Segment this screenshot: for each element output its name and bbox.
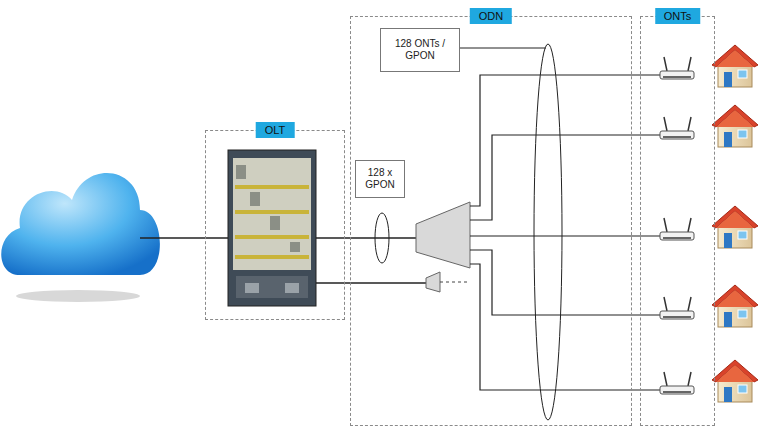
chassis-vent xyxy=(285,283,299,293)
house-roof xyxy=(712,105,758,127)
cloud-symbol xyxy=(1,173,160,275)
router-lights xyxy=(663,316,691,318)
fiber xyxy=(316,237,416,239)
router-antenna xyxy=(664,372,667,386)
house-roof xyxy=(712,206,758,228)
drop-fiber xyxy=(470,264,662,390)
router-antenna xyxy=(688,57,691,71)
house-door xyxy=(724,312,732,327)
drop-fiber xyxy=(470,135,662,220)
house-door xyxy=(724,132,732,147)
router-body xyxy=(660,232,694,240)
network-section: ONTs xyxy=(640,16,715,426)
network-section: ODN128 ONTs / GPON128 x GPON xyxy=(350,16,632,426)
bundle-ellipse xyxy=(375,213,389,263)
chassis-card xyxy=(236,165,246,179)
drop-fiber xyxy=(470,235,662,236)
router-antenna xyxy=(664,218,667,232)
chassis-body xyxy=(228,150,316,306)
section-tag: OLT xyxy=(256,122,295,138)
house-window xyxy=(738,130,747,138)
splitter xyxy=(416,202,470,268)
house-door xyxy=(724,72,732,87)
router-lights xyxy=(663,391,691,393)
section-tag: ODN xyxy=(470,8,512,24)
ont-unit xyxy=(660,206,758,248)
router-lights xyxy=(663,76,691,78)
small-splitter xyxy=(426,272,440,292)
chassis-slot xyxy=(235,185,309,189)
house-roof xyxy=(712,285,758,307)
router-antenna xyxy=(664,117,667,131)
router-antenna xyxy=(664,57,667,71)
chassis-card xyxy=(270,216,280,230)
router-body xyxy=(660,71,694,79)
router-lights xyxy=(663,136,691,138)
chassis-vent xyxy=(245,283,259,293)
ont-row xyxy=(660,45,758,402)
section-tag: ONTs xyxy=(655,8,701,24)
house-door xyxy=(724,387,732,402)
router-antenna xyxy=(664,297,667,311)
cloud-shape xyxy=(1,173,160,275)
router-lights xyxy=(663,237,691,239)
fiber-continuation xyxy=(440,282,470,283)
annotation-box: 128 ONTs / GPON xyxy=(380,28,460,72)
box-label: 128 ONTs / GPON xyxy=(381,36,459,64)
chassis-slot xyxy=(235,255,309,259)
house-window xyxy=(738,310,747,318)
house-roof xyxy=(712,360,758,382)
drop-fiber xyxy=(470,250,662,315)
drop-fiber xyxy=(470,75,662,206)
bundle-ellipse xyxy=(534,44,562,420)
network-section: OLT xyxy=(205,130,345,320)
house-door xyxy=(724,233,732,248)
ont-unit xyxy=(660,105,758,147)
house-roof xyxy=(716,211,754,228)
router-body xyxy=(660,131,694,139)
router-antenna xyxy=(688,218,691,232)
leader-line xyxy=(460,48,546,49)
router-antenna xyxy=(688,117,691,131)
fiber xyxy=(316,282,426,284)
ont-unit xyxy=(660,45,758,87)
chassis-slot xyxy=(235,210,309,214)
router-body xyxy=(660,386,694,394)
olt-chassis xyxy=(228,150,316,306)
house-roof xyxy=(716,365,754,382)
house-roof xyxy=(712,45,758,67)
house-window xyxy=(738,231,747,239)
router-antenna xyxy=(688,372,691,386)
chassis-card xyxy=(250,192,260,206)
house-roof xyxy=(716,110,754,127)
router-body xyxy=(660,311,694,319)
house-roof xyxy=(716,290,754,307)
annotation-box: 128 x GPON xyxy=(355,160,405,198)
house-window xyxy=(738,385,747,393)
house-window xyxy=(738,70,747,78)
cloud-shadow xyxy=(16,290,140,302)
chassis-panel xyxy=(233,158,311,270)
box-label: 128 x GPON xyxy=(356,165,404,193)
chassis-slot xyxy=(235,235,309,239)
wire xyxy=(140,237,230,239)
ont-unit xyxy=(660,360,758,402)
house-roof xyxy=(716,50,754,67)
chassis-card xyxy=(290,242,300,252)
chassis-fan xyxy=(236,276,308,298)
ont-unit xyxy=(660,285,758,327)
router-antenna xyxy=(688,297,691,311)
